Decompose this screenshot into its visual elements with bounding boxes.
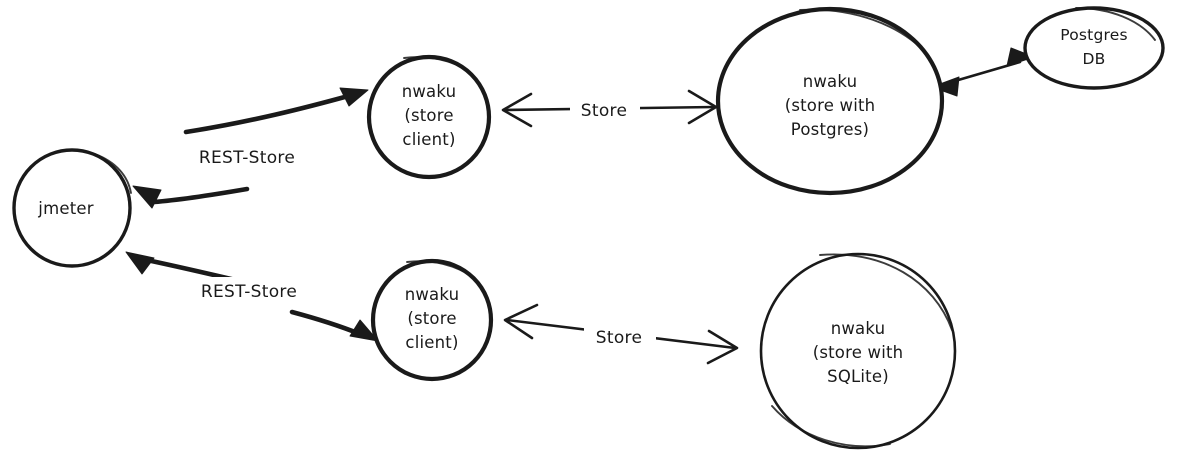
edge-rest-store-top[interactable]: REST-Store [132,87,369,209]
edge-rest-store-bottom-label-plate [178,277,320,303]
node-postgres-db-sketch-overstroke [1075,7,1156,41]
node-nwaku-store-postgres-label-line-3: Postgres) [791,120,869,139]
node-nwaku-store-postgres-sketch-overstroke [799,8,930,57]
node-nwaku-store-postgres-label-line-1: nwaku [803,72,858,91]
edge-rest-store-top-arrowhead-left [132,185,162,209]
edge-store-top-label: Store [581,101,627,121]
edge-rest-store-bottom-arrowhead-right [349,319,379,342]
edge-rest-store-top-line-left [151,186,250,205]
edge-rest-store-bottom-label: REST-Store [201,282,297,302]
edge-store-bottom[interactable]: Store [503,303,739,365]
edge-postgres-link-arrowhead-right [1006,47,1035,67]
node-nwaku-store-client-bottom[interactable]: nwaku (store client) [370,258,494,382]
edge-postgres-link[interactable] [931,47,1035,97]
edge-store-top[interactable]: Store [501,89,718,128]
node-nwaku-store-postgres-label-line-2: (store with [785,96,876,115]
node-jmeter-sketch-overstroke [94,153,132,194]
node-nwaku-store-sqlite-label-line-2: (store with [813,343,904,362]
node-nwaku-store-client-bottom-sketch-overstroke [406,260,475,279]
node-nwaku-store-client-top-label-line-2: (store [404,106,453,125]
node-nwaku-store-sqlite-label-line-3: SQLite) [827,367,889,386]
node-nwaku-store-client-top-sketch-overstroke [403,56,471,73]
edge-rest-store-top-arrowhead-right [339,87,369,107]
edge-rest-store-bottom-line-right [289,309,363,337]
edge-store-bottom-label-plate [584,323,656,347]
node-nwaku-store-client-bottom-label-line-2: (store [407,309,456,328]
edge-store-top-label-plate [570,96,640,120]
node-nwaku-store-sqlite-sketch-overstroke-2 [771,405,891,448]
node-postgres-db-shape [1023,6,1165,90]
node-nwaku-store-client-bottom-shape [370,258,494,382]
node-nwaku-store-sqlite-sketch-overstroke [819,253,953,331]
node-jmeter[interactable]: jmeter [12,148,132,268]
node-nwaku-store-sqlite[interactable]: nwaku (store with SQLite) [759,252,957,450]
node-nwaku-store-client-bottom-label-line-1: nwaku [405,285,460,304]
node-nwaku-store-client-top-label-line-3: client) [402,130,455,149]
node-nwaku-store-client-top-label-line-1: nwaku [402,82,457,101]
edge-store-bottom-label: Store [596,328,642,348]
node-postgres-db-label-line-1: Postgres [1060,26,1128,44]
node-nwaku-store-sqlite-shape [759,252,957,450]
edge-rest-store-bottom[interactable]: REST-Store [125,251,379,342]
node-nwaku-store-postgres-shape [715,6,945,196]
node-postgres-db-label-line-2: DB [1083,50,1106,68]
node-jmeter-shape [12,148,132,268]
node-postgres-db[interactable]: Postgres DB [1023,6,1165,90]
edge-store-bottom-arrowhead-right [706,329,739,365]
edge-postgres-link-arrowhead-left [931,76,960,97]
node-nwaku-store-postgres[interactable]: nwaku (store with Postgres) [715,6,945,196]
edge-store-top-arrowhead-left [501,92,533,128]
edge-rest-store-top-label: REST-Store [199,148,295,168]
node-jmeter-label-line-1: jmeter [37,199,93,218]
node-nwaku-store-client-top[interactable]: nwaku (store client) [366,54,492,180]
edge-rest-store-top-line-right [183,92,355,135]
node-nwaku-store-client-bottom-label-line-3: client) [405,333,458,352]
node-nwaku-store-sqlite-label-line-1: nwaku [831,319,886,338]
edge-store-bottom-arrowhead-left [503,303,539,340]
edge-rest-store-bottom-arrowhead-left [125,251,155,275]
edge-rest-store-top-label-plate [178,143,318,169]
edge-store-top-arrowhead-right [687,89,718,125]
